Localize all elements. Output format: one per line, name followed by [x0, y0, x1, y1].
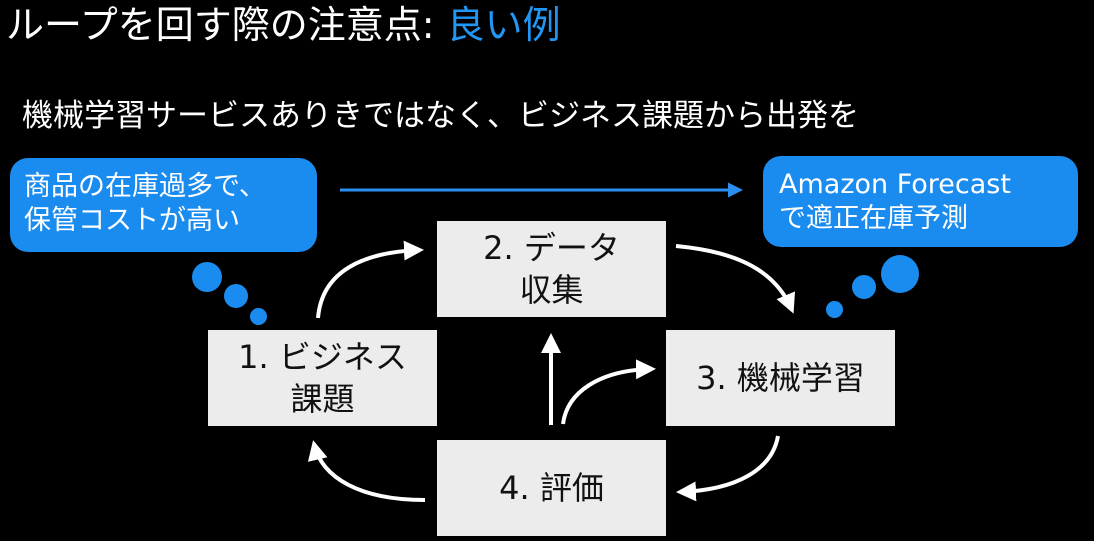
step-evaluation: 4. 評価 — [437, 440, 666, 536]
thought-dot-left-small — [250, 308, 267, 325]
slide-title-highlight: 良い例 — [446, 3, 561, 47]
thought-dot-right-small — [826, 301, 843, 318]
solution-bubble-line-1: Amazon Forecast — [779, 169, 1011, 200]
step-2-line-2: 収集 — [519, 271, 584, 309]
step-machine-learning: 3. 機械学習 — [666, 330, 895, 426]
step-2-line-1: 2. データ — [483, 229, 620, 267]
arrow-step2-to-step3 — [675, 244, 795, 314]
arrow-step4-to-step3 — [561, 359, 656, 425]
step-1-line-2: 課題 — [290, 380, 355, 418]
step-3-line-1: 3. 機械学習 — [696, 359, 865, 397]
step-data-collection: 2. データ 収集 — [437, 221, 666, 317]
step-4-line-1: 4. 評価 — [499, 469, 604, 507]
problem-bubble: 商品の在庫過多で、 保管コストが高い — [10, 158, 317, 252]
slide-title-main: ループを回す際の注意点: — [6, 3, 447, 47]
thought-dot-right-medium — [852, 275, 876, 299]
thought-dot-right-large — [881, 255, 919, 293]
solution-bubble: Amazon Forecast で適正在庫予測 — [763, 156, 1078, 247]
solution-bubble-line-2: で適正在庫予測 — [779, 203, 968, 234]
step-business-problem: 1. ビジネス 課題 — [208, 330, 437, 426]
thought-dot-left-large — [192, 262, 222, 292]
slide-subtitle: 機械学習サービスありきではなく、ビジネス課題から出発を — [22, 98, 859, 134]
problem-bubble-line-1: 商品の在庫過多で、 — [24, 171, 266, 202]
arrow-step3-to-step4 — [676, 435, 780, 502]
arrow-step4-to-step1 — [307, 440, 426, 502]
slide-title: ループを回す際の注意点: 良い例 — [6, 2, 561, 48]
step-1-line-1: 1. ビジネス — [238, 338, 407, 376]
arrow-step1-to-step2 — [316, 240, 424, 319]
thought-dot-left-medium — [224, 284, 248, 308]
problem-bubble-line-2: 保管コストが高い — [24, 205, 240, 236]
